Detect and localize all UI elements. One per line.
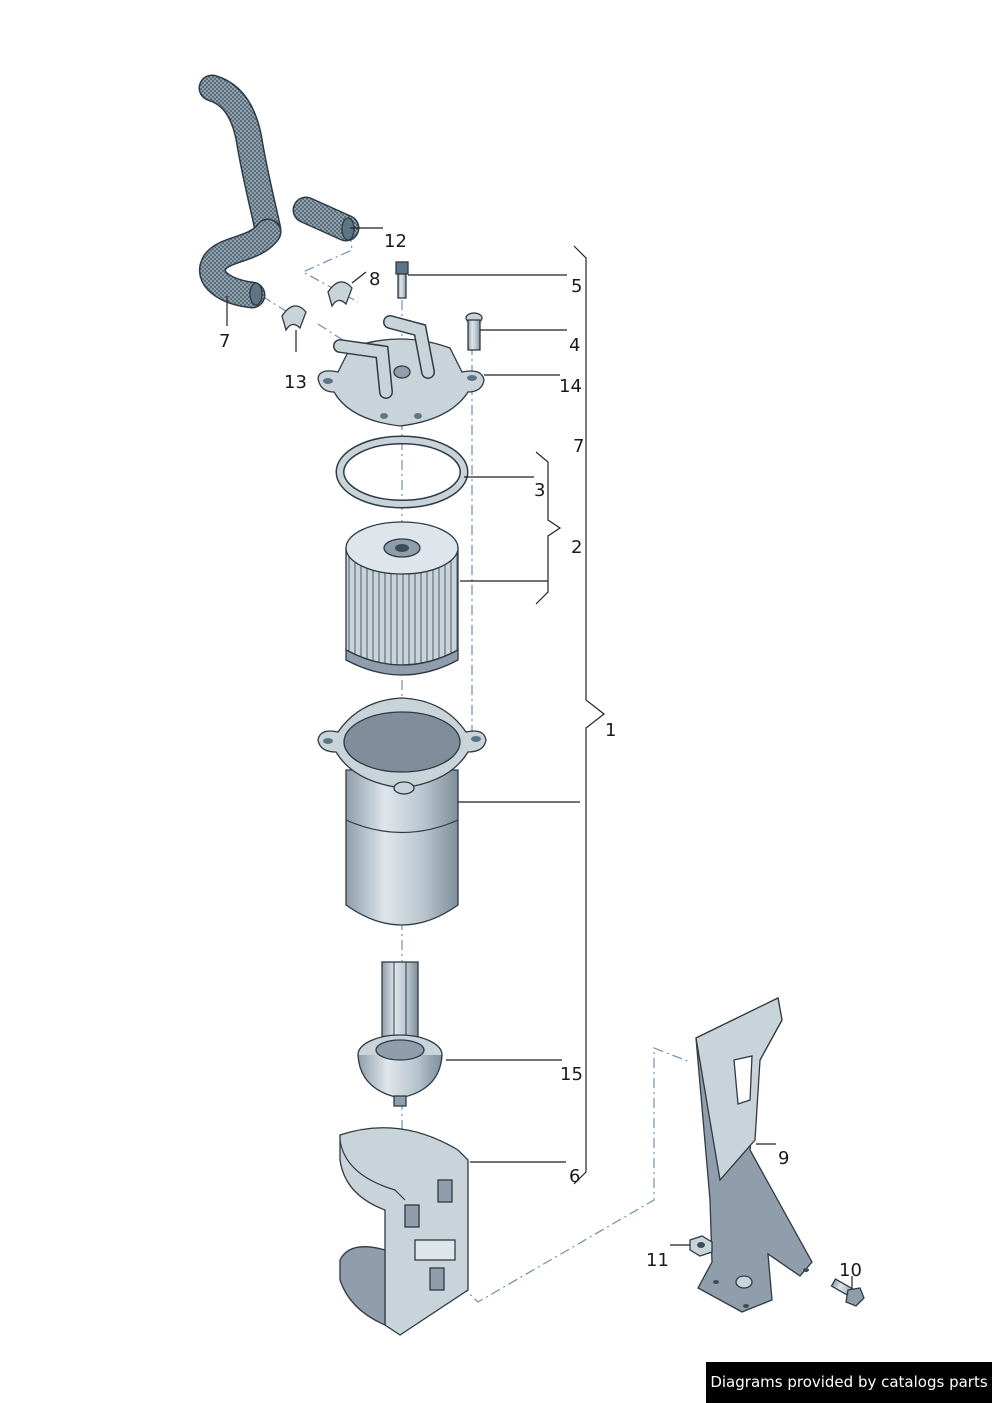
callout-3: 3 bbox=[534, 480, 545, 501]
alignment-lines bbox=[261, 231, 691, 1303]
bracket-bolt bbox=[830, 1278, 865, 1307]
callout-2: 2 bbox=[571, 537, 582, 558]
callout-5: 5 bbox=[571, 276, 582, 297]
bleed-screw bbox=[395, 261, 409, 299]
heater-element bbox=[357, 961, 443, 1107]
callout-8: 8 bbox=[369, 269, 380, 290]
callout-7-hose: 7 bbox=[219, 331, 230, 352]
watermark-text: Diagrams provided by catalogs parts bbox=[710, 1373, 988, 1391]
filter-holder bbox=[339, 1127, 469, 1336]
fuel-hose bbox=[198, 74, 282, 309]
filter-lid bbox=[317, 315, 485, 427]
filter-housing bbox=[317, 697, 487, 926]
callout-15: 15 bbox=[560, 1064, 583, 1085]
watermark-banner: Diagrams provided by catalogs parts bbox=[706, 1362, 992, 1403]
callout-numbers: 1 2 3 4 5 6 7 7 8 9 10 11 12 13 14 15 bbox=[219, 231, 862, 1281]
callout-4: 4 bbox=[569, 335, 580, 356]
bolt bbox=[465, 312, 483, 351]
callout-9: 9 bbox=[778, 1148, 789, 1169]
nut bbox=[689, 1235, 713, 1257]
hose-clamp bbox=[281, 281, 353, 332]
sealing-ring bbox=[335, 435, 469, 509]
callout-14: 14 bbox=[559, 376, 582, 397]
short-hose bbox=[292, 196, 360, 242]
leader-lines bbox=[226, 227, 853, 1288]
filter-element bbox=[345, 521, 459, 676]
callout-6: 6 bbox=[569, 1166, 580, 1187]
callout-7-kit: 7 bbox=[573, 436, 584, 457]
callout-11: 11 bbox=[646, 1250, 669, 1271]
callout-1: 1 bbox=[605, 720, 616, 741]
mounting-bracket bbox=[695, 997, 813, 1313]
callout-13: 13 bbox=[284, 372, 307, 393]
callout-10: 10 bbox=[839, 1260, 862, 1281]
callout-12: 12 bbox=[384, 231, 407, 252]
